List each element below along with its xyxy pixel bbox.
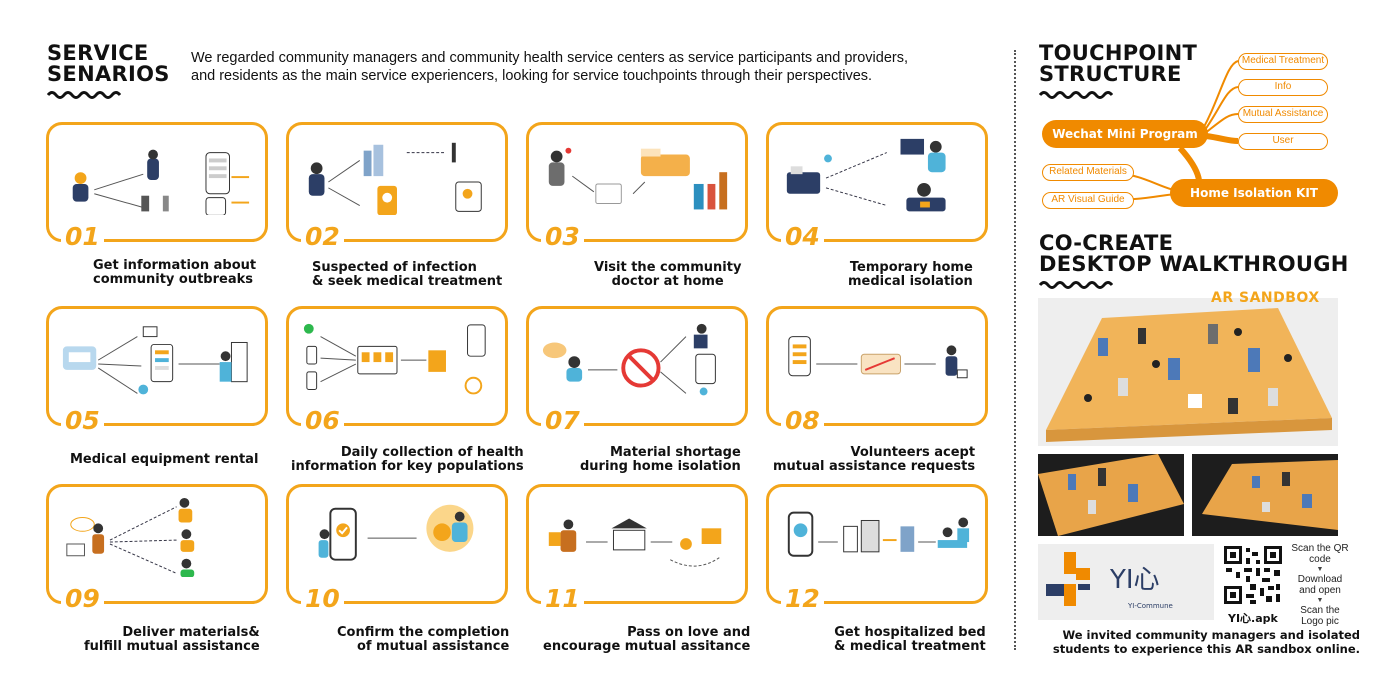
ar-sandbox-label: AR SANDBOX (1211, 290, 1320, 306)
scenario-card-10: 10 (286, 484, 508, 611)
scenario-card-02: 02 (286, 122, 508, 249)
ar-sandbox-illustration (1046, 308, 1332, 442)
scenario-card-07: 07 (526, 306, 748, 433)
scenario-illustration (548, 518, 722, 567)
sandbox-note: We invited community managers and isolat… (1040, 628, 1360, 656)
title-line: TOUCHPOINT (1039, 41, 1198, 65)
touchpoint-structure-title: TOUCHPOINT STRUCTURE (1039, 43, 1197, 85)
scan-step-3: Scan the Logo pic (1300, 605, 1340, 627)
intro-line: We regarded community managers and commu… (191, 50, 909, 66)
title-line: DESKTOP WALKTHROUGH (1039, 252, 1349, 276)
scenario-number: 08 (781, 408, 824, 433)
scenario-card-06: 06 (286, 306, 508, 433)
node-mutual-assistance: Mutual Assistance (1238, 106, 1328, 123)
yi-commune-logo-card: YI心 YI-Commune (1038, 544, 1214, 620)
sandbox-photo-right-illustration (1202, 460, 1338, 530)
scenario-title-09: Deliver materials&fulfill mutual assista… (84, 625, 260, 654)
cocreate-title: CO-CREATE DESKTOP WALKTHROUGH (1039, 233, 1349, 275)
node-wechat-mini-program: Wechat Mini Program (1042, 120, 1208, 148)
qr-code-icon (1222, 544, 1284, 606)
scenario-card-08: 08 (766, 306, 988, 433)
apk-file-name: YI心.apk (1228, 612, 1278, 625)
scenario-number: 10 (301, 586, 344, 611)
scenario-number: 06 (301, 408, 344, 433)
scenario-number: 11 (541, 586, 584, 611)
intro-line: and residents as the main service experi… (191, 68, 873, 84)
node-info: Info (1238, 79, 1328, 96)
scan-step-2: Download and open (1297, 574, 1343, 596)
squiggle-decoration (1039, 91, 1113, 99)
node-home-isolation-kit: Home Isolation KIT (1170, 179, 1338, 207)
scenario-card-09: 09 (46, 484, 268, 611)
scenario-card-03: 03 (526, 122, 748, 249)
scan-step-1: Scan the QR code (1291, 543, 1349, 565)
scenario-illustration (308, 142, 482, 216)
scenario-illustration (788, 336, 968, 379)
scenario-number: 05 (61, 408, 104, 433)
intro-text: We regarded community managers and commu… (191, 49, 991, 85)
scenario-illustration (72, 149, 250, 216)
squiggle-decoration (47, 91, 121, 99)
scenario-number: 02 (301, 224, 344, 249)
scenario-card-12: 12 (766, 484, 988, 611)
scenario-illustration (542, 323, 716, 396)
scenario-number: 04 (781, 224, 824, 249)
scenario-card-01: 01 (46, 122, 268, 249)
title-line: CO-CREATE (1039, 231, 1174, 255)
arrow-down-icon: ▼ (1316, 597, 1324, 604)
scenario-illustration (787, 511, 970, 557)
node-medical-treatment: Medical Treatment (1238, 53, 1328, 70)
title-line: SENARIOS (47, 62, 170, 86)
section-divider (1014, 50, 1016, 650)
scenario-illustration (786, 138, 946, 212)
node-related-materials: Related Materials (1042, 164, 1134, 181)
logo-subtitle: YI-Commune (1127, 602, 1173, 610)
title-line: SERVICE (47, 41, 149, 65)
scenario-illustration (318, 504, 474, 561)
arrow-down-icon: ▼ (1316, 566, 1324, 573)
service-scenarios-title: SERVICE SENARIOS (47, 43, 170, 85)
node-user: User (1238, 133, 1328, 150)
scenario-illustration (62, 326, 248, 395)
yi-commune-logo: YI心 YI-Commune (1046, 552, 1173, 610)
title-line: STRUCTURE (1039, 62, 1182, 86)
scenario-illustration (548, 147, 728, 210)
sandbox-photo-right (1192, 454, 1338, 536)
scenario-card-11: 11 (526, 484, 748, 611)
scenario-number: 09 (61, 586, 104, 611)
scenario-card-04: 04 (766, 122, 988, 249)
node-ar-visual-guide: AR Visual Guide (1042, 192, 1134, 209)
scenario-title-02: Suspected of infection& seek medical tre… (312, 260, 503, 289)
note-line: students to experience this AR sandbox o… (1052, 642, 1360, 656)
squiggle-decoration (1039, 281, 1113, 289)
scenario-number: 12 (781, 586, 824, 611)
logo-wordmark: YI心 (1109, 565, 1160, 595)
scan-steps: Scan the QR code ▼ Download and open ▼ S… (1290, 543, 1350, 627)
scenario-illustration (66, 497, 195, 578)
ar-sandbox-photo (1038, 298, 1338, 446)
scenario-card-05: 05 (46, 306, 268, 433)
scenario-title-12: Get hospitalized bed& medical treatment (834, 625, 986, 654)
sandbox-photo-left-illustration (1038, 454, 1184, 536)
scenario-illustration (303, 323, 486, 395)
scenario-number: 03 (541, 224, 584, 249)
scenario-number: 01 (61, 224, 104, 249)
scenario-title-05: Medical equipment rental (70, 452, 259, 467)
sandbox-photo-left (1038, 454, 1184, 536)
note-line: We invited community managers and isolat… (1062, 628, 1360, 642)
scenario-number: 07 (541, 408, 584, 433)
